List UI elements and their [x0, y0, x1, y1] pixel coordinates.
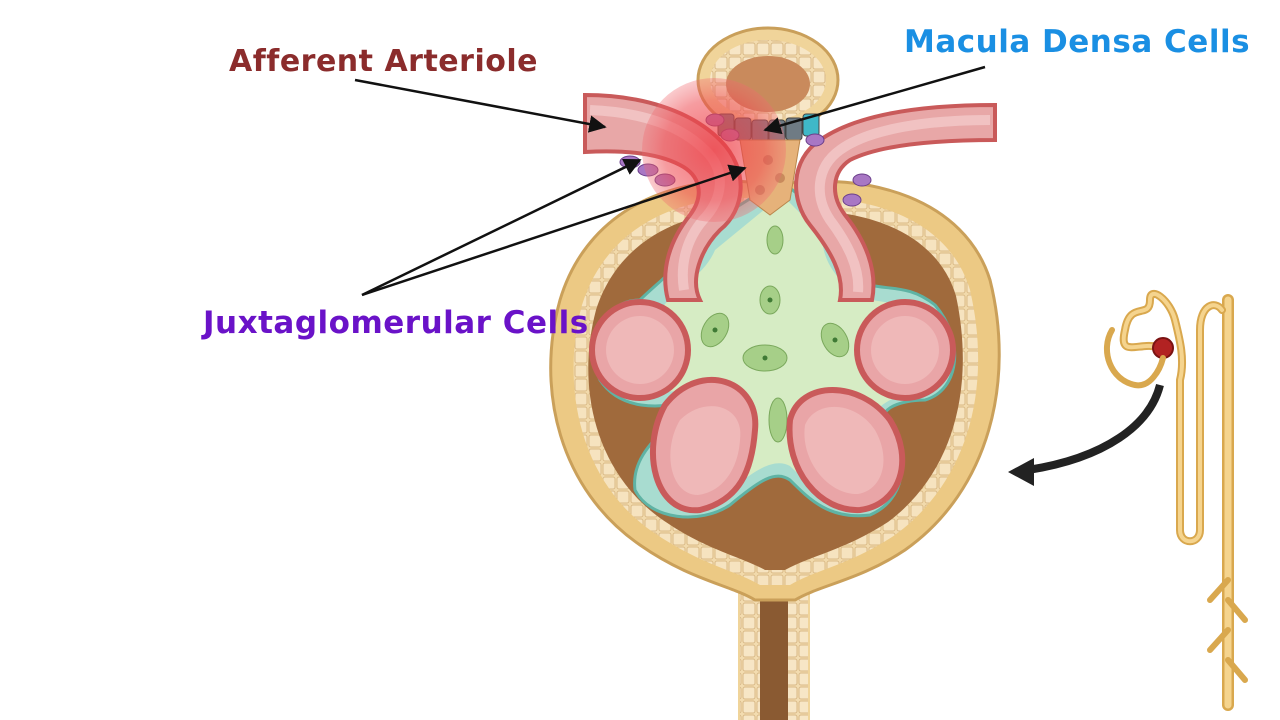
jg-pointer-1 — [361, 158, 642, 297]
jg-pointer-2 — [361, 164, 747, 297]
pointer-lines — [354, 65, 986, 297]
macula-pointer — [763, 65, 986, 135]
highlight-region — [642, 78, 786, 222]
afferent-arteriole-label: Afferent Arteriole — [229, 44, 538, 79]
efferent-arteriole — [794, 102, 997, 302]
curved-arrow-icon — [1008, 383, 1164, 486]
capillary-loops — [589, 299, 956, 514]
macula-densa-label: Macula Densa Cells — [904, 24, 1251, 60]
afferent-pointer — [354, 78, 607, 133]
juxtaglomerular-label: Juxtaglomerular Cells — [203, 305, 589, 341]
nephron-icon — [1104, 289, 1248, 711]
